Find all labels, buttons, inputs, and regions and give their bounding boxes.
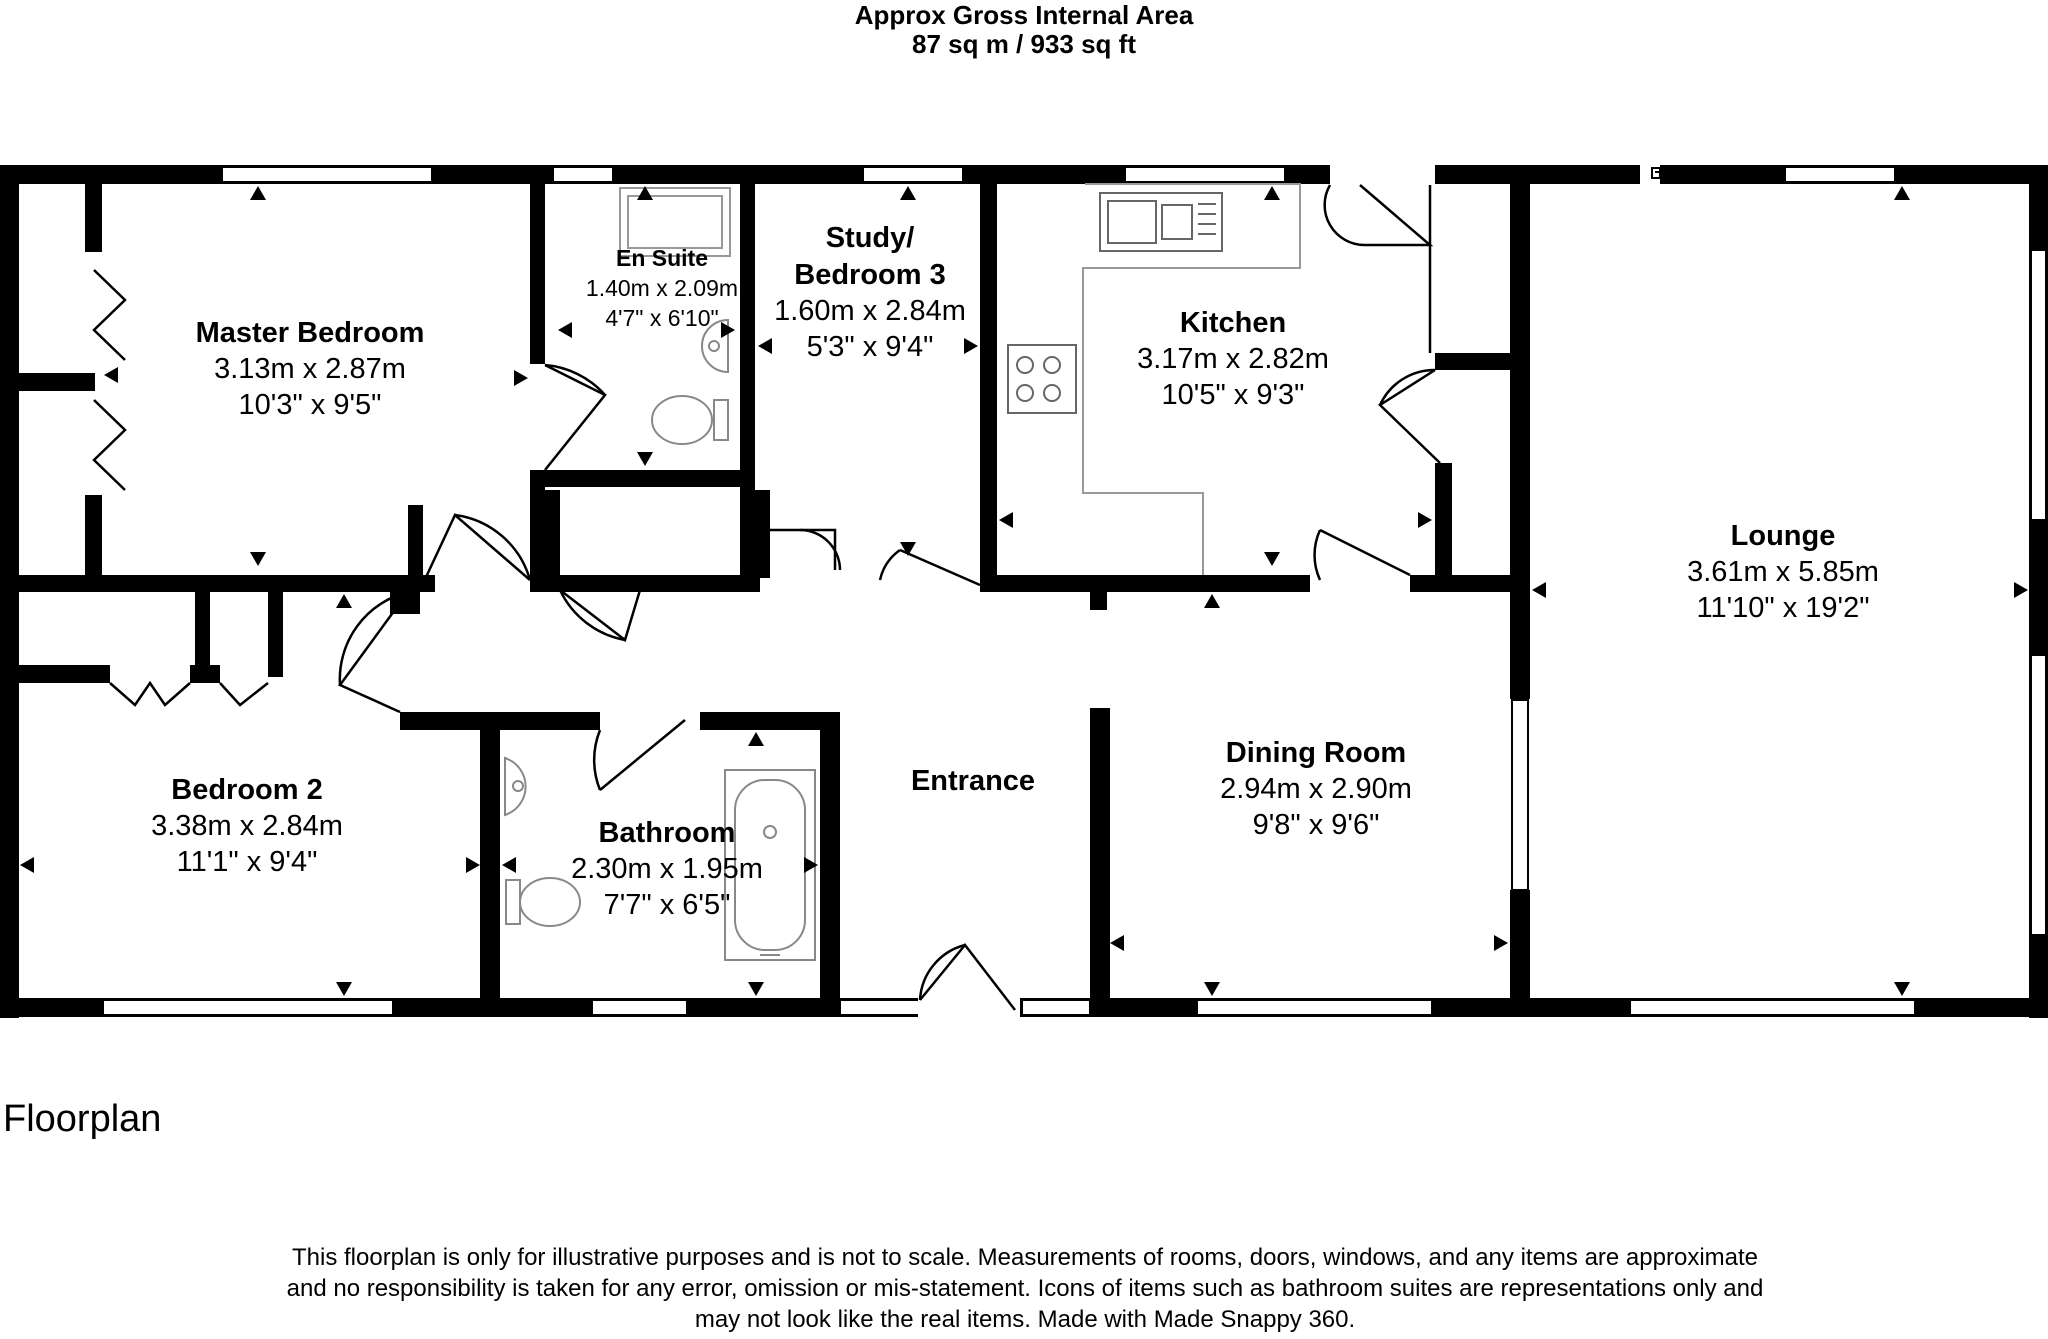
room-imperial: 4'7" x 6'10" [605, 305, 718, 331]
room-bedroom2: Bedroom 2 3.38m x 2.84m 11'1" x 9'4" [151, 774, 343, 878]
room-metric: 2.94m x 2.90m [1220, 773, 1412, 805]
room-metric: 3.17m x 2.82m [1137, 343, 1329, 375]
room-name: Dining Room [1226, 737, 1406, 769]
room-name: Lounge [1731, 520, 1836, 552]
bathroom-toilet-icon [505, 877, 581, 927]
room-name: Entrance [911, 765, 1035, 797]
area-title: Approx Gross Internal Area [854, 0, 1194, 30]
sink-icon [1099, 192, 1223, 252]
disclaimer-line-2: and no responsibility is taken for any e… [286, 1275, 1764, 1302]
room-imperial: 7'7" x 6'5" [604, 889, 731, 921]
disclaimer-line-3: may not look like the real items. Made w… [694, 1306, 1356, 1333]
room-name-line1: Study/ [826, 222, 915, 254]
room-ensuite: En Suite 1.40m x 2.09m 4'7" x 6'10" [586, 245, 738, 331]
room-master: Master Bedroom 3.13m x 2.87m 10'3" x 9'5… [196, 317, 425, 421]
kitchen-counter [1082, 183, 1301, 575]
hob-icon [1007, 344, 1077, 414]
room-metric: 3.13m x 2.87m [214, 353, 406, 385]
room-imperial: 11'1" x 9'4" [177, 846, 318, 878]
area-value: 87 sq m / 933 sq ft [912, 29, 1136, 59]
basin-icon [701, 318, 729, 374]
room-entrance: Entrance [911, 765, 1035, 797]
shower-icon [619, 187, 731, 257]
room-imperial: 11'10" x 19'2" [1696, 592, 1869, 624]
room-bathroom: Bathroom 2.30m x 1.95m 7'7" x 6'5" [571, 817, 763, 921]
room-name: Master Bedroom [196, 317, 425, 349]
room-name: Kitchen [1180, 307, 1286, 339]
room-name-line2: Bedroom 3 [794, 259, 945, 291]
room-dining: Dining Room 2.94m x 2.90m 9'8" x 9'6" [1220, 737, 1412, 841]
room-name: Bathroom [599, 817, 736, 849]
room-lounge: Lounge 3.61m x 5.85m 11'10" x 19'2" [1687, 520, 1879, 624]
room-study: Study/ Bedroom 3 1.60m x 2.84m 5'3" x 9'… [774, 222, 966, 363]
room-metric: 1.60m x 2.84m [774, 295, 966, 327]
room-imperial: 10'5" x 9'3" [1162, 379, 1305, 411]
plan-label: Floorplan [3, 1098, 162, 1140]
room-imperial: 5'3" x 9'4" [807, 331, 934, 363]
measurement-arrows [20, 186, 2028, 996]
room-name: Bedroom 2 [171, 774, 322, 806]
door-swings [92, 184, 1441, 1011]
room-imperial: 9'8" x 9'6" [1253, 809, 1380, 841]
room-name: En Suite [616, 245, 708, 271]
disclaimer-line-1: This floorplan is only for illustrative … [291, 1244, 1758, 1271]
room-metric: 1.40m x 2.09m [586, 275, 738, 301]
wall-openings [918, 164, 1660, 1018]
toilet-icon [651, 395, 729, 445]
room-metric: 2.30m x 1.95m [571, 853, 763, 885]
room-metric: 3.38m x 2.84m [151, 810, 343, 842]
room-imperial: 10'3" x 9'5" [239, 389, 382, 421]
room-kitchen: Kitchen 3.17m x 2.82m 10'5" x 9'3" [1137, 307, 1329, 411]
windows [102, 166, 2047, 1016]
bathroom-basin-icon [504, 756, 527, 817]
room-metric: 3.61m x 5.85m [1687, 556, 1879, 588]
